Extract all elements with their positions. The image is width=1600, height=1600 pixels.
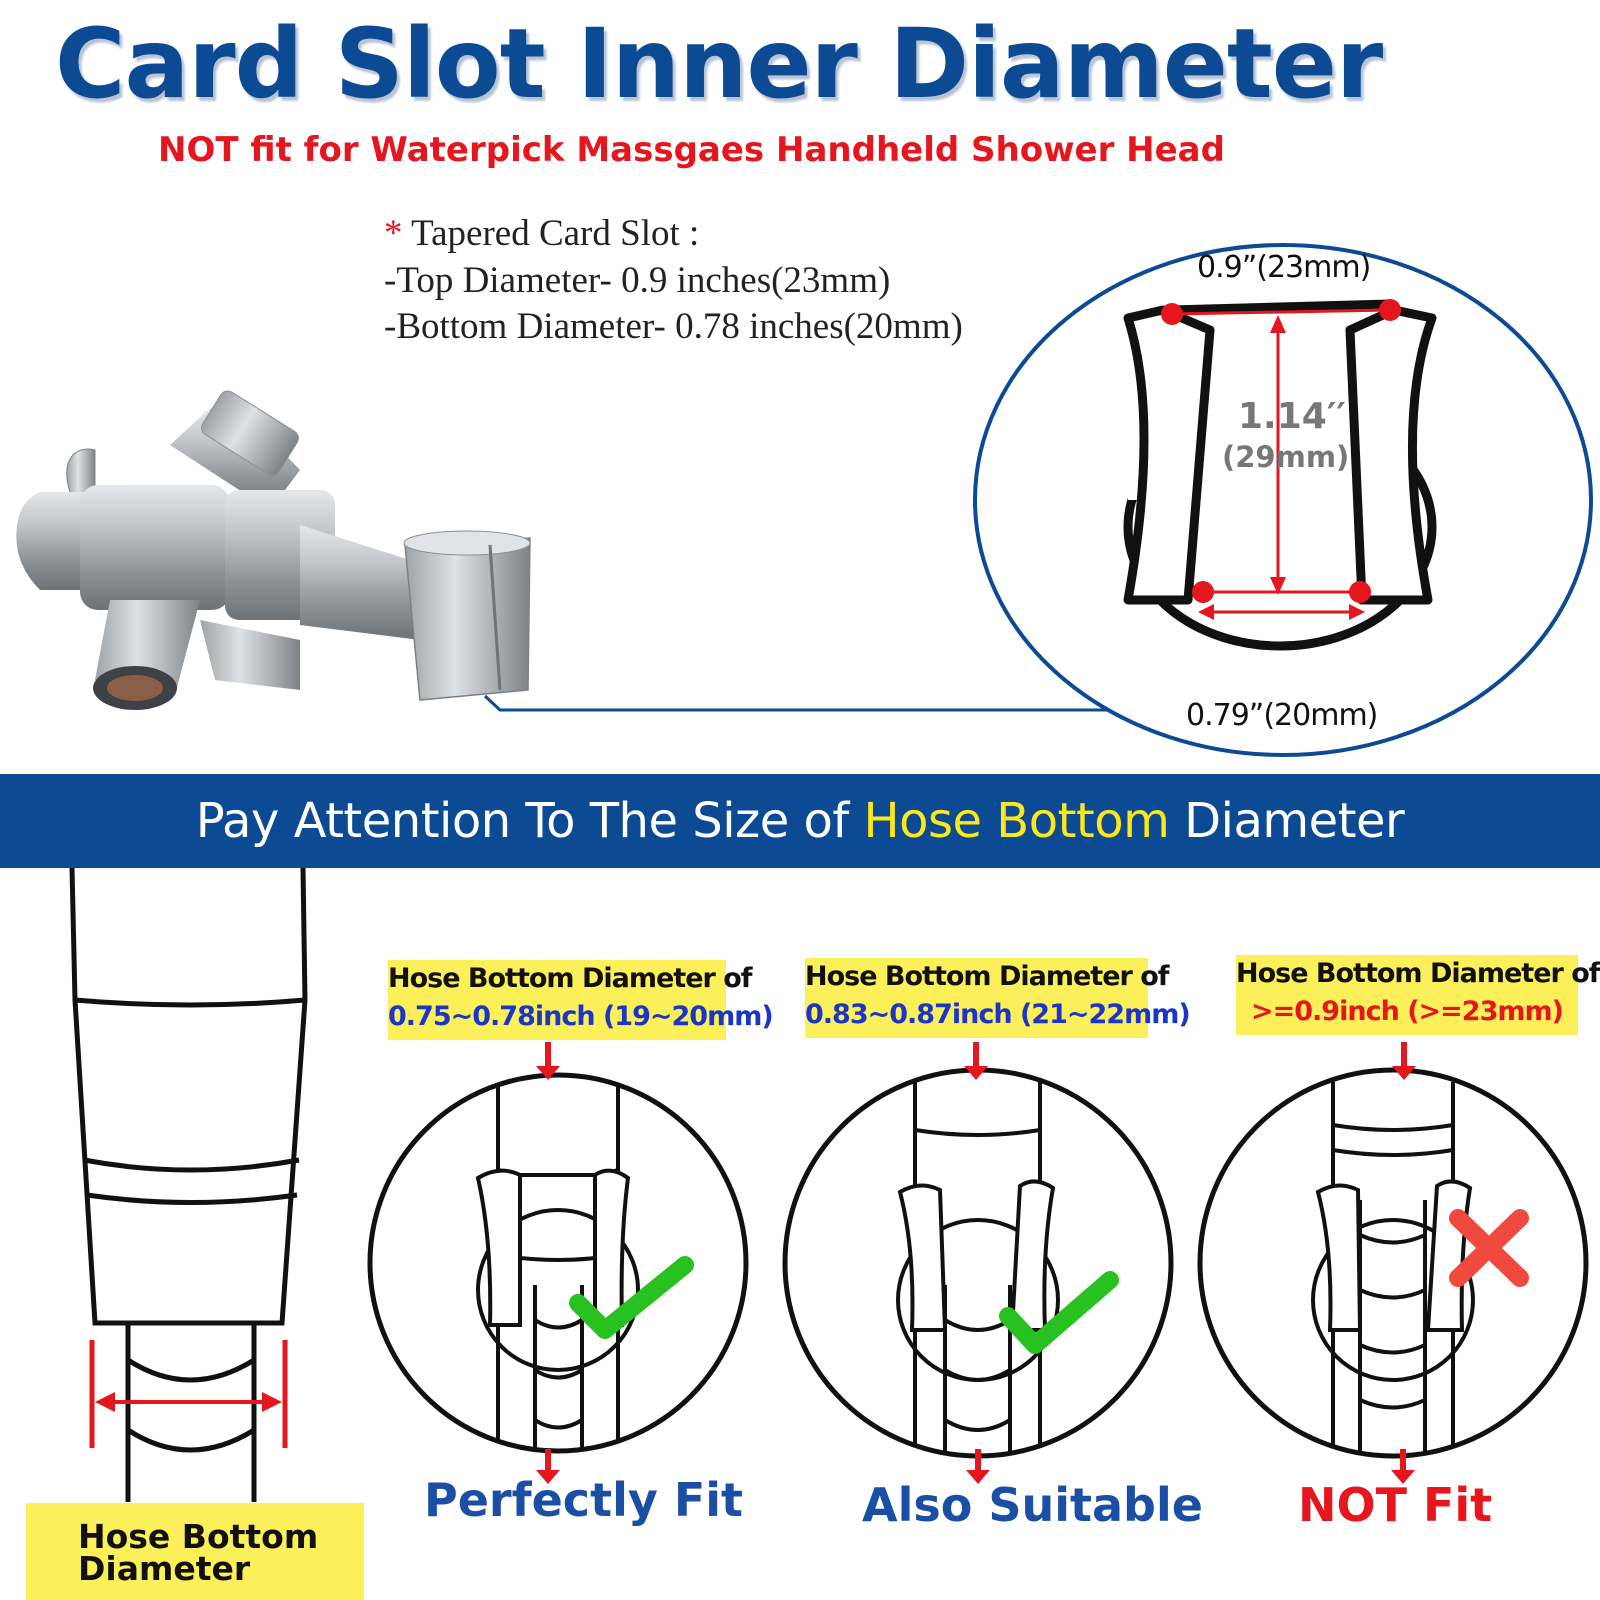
- case-2-label: Hose Bottom Diameter of 0.83~0.87inch (2…: [805, 958, 1191, 1038]
- case-3-label: Hose Bottom Diameter of >=0.9inch (>=23m…: [1236, 955, 1600, 1035]
- hose-label-line2: Diameter: [78, 1549, 251, 1588]
- spec-heading: * Tapered Card Slot :: [384, 212, 699, 255]
- check-icon: [999, 1271, 1119, 1354]
- page-subtitle: NOT fit for Waterpick Massgaes Handheld …: [158, 130, 1225, 170]
- spec-heading-text: Tapered Card Slot :: [411, 213, 700, 254]
- hose-dimension-marks: [89, 1340, 288, 1448]
- verdict-not-fit: NOT Fit: [1298, 1478, 1493, 1532]
- case-3-line2: >=0.9inch (>=23mm): [1251, 996, 1564, 1027]
- hose-bottom-label: Hose Bottom Diameter: [26, 1503, 364, 1600]
- banner-suffix: Diameter: [1184, 793, 1405, 849]
- case-1-line1: Hose Bottom Diameter of: [388, 963, 753, 994]
- shower-diverter-illustration: [16, 390, 531, 710]
- check-icon: [569, 1256, 694, 1339]
- hose-label-line1: Hose Bottom: [78, 1517, 319, 1556]
- verdict-perfectly-fit: Perfectly Fit: [424, 1473, 744, 1527]
- banner-highlight: Hose Bottom: [863, 793, 1170, 849]
- fit-circle-1: [367, 1072, 749, 1454]
- spec-bottom-diameter: -Bottom Diameter- 0.78 inches(20mm): [384, 306, 963, 347]
- case-2-line2: 0.83~0.87inch (21~22mm): [805, 999, 1191, 1030]
- case-3-line1: Hose Bottom Diameter of: [1236, 958, 1600, 989]
- case-2-line1: Hose Bottom Diameter of: [805, 961, 1170, 992]
- fit-circle-3: [1197, 1067, 1589, 1459]
- banner-prefix: Pay Attention To The Size of: [195, 793, 850, 849]
- verdict-also-suitable: Also Suitable: [862, 1478, 1203, 1532]
- zoom-dimension-marks: [1161, 299, 1401, 620]
- attention-banner: Pay Attention To The Size of Hose Bottom…: [0, 774, 1600, 868]
- spec-top-diameter: -Top Diameter- 0.9 inches(23mm): [384, 260, 891, 301]
- pointer-arrows: [536, 1042, 1416, 1484]
- page-title: Card Slot Inner Diameter: [55, 8, 1383, 120]
- case-1-line2: 0.75~0.78inch (19~20mm): [388, 1001, 774, 1032]
- top-diameter-label: 0.9”(23mm): [1197, 250, 1371, 285]
- height-label: 1.14′′: [1238, 396, 1346, 437]
- spec-star: *: [384, 213, 403, 254]
- hose-drawing: [69, 867, 308, 1502]
- banner-text: Pay Attention To The Size of Hose Bottom…: [0, 774, 1600, 868]
- zoom-connector-line: [483, 694, 1110, 712]
- fit-circle-2: [782, 1067, 1174, 1459]
- case-1-label: Hose Bottom Diameter of 0.75~0.78inch (1…: [388, 960, 774, 1040]
- height-mm-label: (29mm): [1222, 440, 1350, 474]
- cross-icon: [1449, 1209, 1529, 1287]
- bottom-diameter-label: 0.79”(20mm): [1186, 698, 1378, 733]
- card-slot-drawing: [1123, 299, 1437, 651]
